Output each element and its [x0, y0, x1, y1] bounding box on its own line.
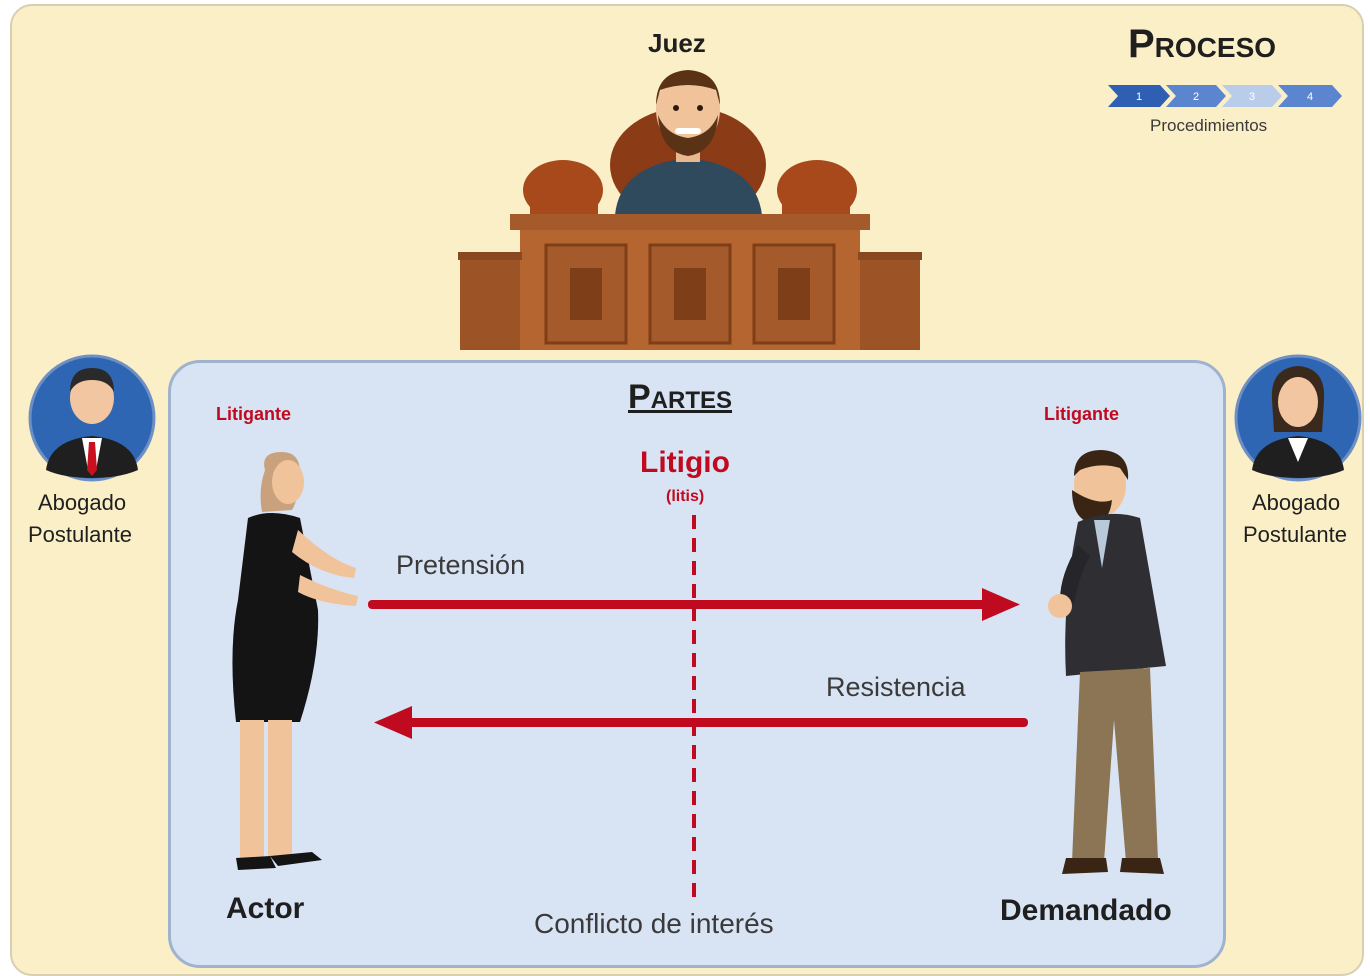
conflict-caption: Conflicto de interés: [534, 908, 774, 939]
right-litigante-label: Litigante: [1044, 404, 1119, 424]
pretension-arrow: [368, 588, 1020, 621]
left-lawyer-label-line2: Postulante: [28, 522, 132, 547]
resistencia-label: Resistencia: [826, 672, 966, 702]
demandado-label: Demandado: [1000, 894, 1172, 927]
resistencia-arrow: [374, 706, 1028, 739]
step-number-4: 4: [1307, 91, 1313, 103]
demandado-figure: [1048, 450, 1166, 874]
right-lawyer-label-line2: Postulante: [1243, 522, 1347, 547]
step-chevron-3: [1222, 85, 1282, 107]
litis-subtitle: (litis): [666, 488, 705, 505]
step-chevron-4: [1278, 85, 1342, 107]
partes-panel: [168, 360, 1226, 968]
female-lawyer-avatar-icon: [1234, 354, 1362, 482]
step-chevron-1: [1108, 85, 1170, 107]
actor-figure: [232, 452, 358, 870]
step-number-2: 2: [1193, 91, 1199, 103]
steps-caption: Procedimientos: [1150, 116, 1268, 135]
step-number-1: 1: [1136, 91, 1142, 103]
steps-progress: 1 2 3 4: [1108, 85, 1342, 107]
litigio-title: Litigio: [640, 446, 730, 479]
actor-label: Actor: [226, 892, 305, 925]
right-lawyer-label-line1: Abogado: [1252, 490, 1341, 515]
partes-title: Partes: [628, 378, 733, 416]
left-lawyer-label-line1: Abogado: [38, 490, 127, 515]
left-litigante-label: Litigante: [216, 404, 291, 424]
page-title: Proceso: [1128, 22, 1277, 66]
judge-illustration: [458, 70, 922, 350]
pretension-label: Pretensión: [396, 550, 526, 580]
step-chevron-2: [1166, 85, 1226, 107]
judge-label: Juez: [648, 28, 706, 58]
male-lawyer-avatar-icon: [28, 354, 156, 482]
step-number-3: 3: [1249, 91, 1255, 103]
